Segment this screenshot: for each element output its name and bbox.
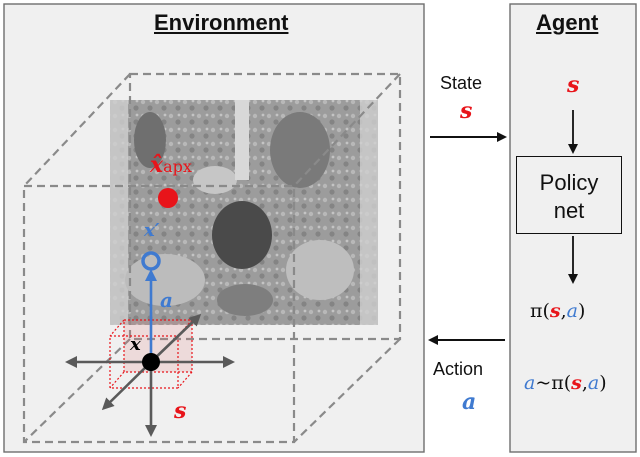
agent-title: Agent — [536, 10, 599, 35]
sample-comma: , — [581, 372, 588, 394]
action-vector-label: a — [160, 288, 173, 312]
policy-net-box: Policy net — [516, 156, 622, 234]
agent-state-symbol: s — [567, 72, 580, 98]
sample-action-symbol: a — [587, 372, 600, 394]
apex-hat-symbol: x̂ — [150, 152, 164, 178]
state-cube-label: s — [174, 398, 187, 424]
sampled-action-symbol: a — [524, 372, 536, 394]
state-label: State — [440, 73, 483, 93]
volume-wireframe — [22, 72, 402, 444]
policy-comma: , — [560, 300, 567, 322]
policy-suffix: ) — [577, 300, 586, 322]
apex-label: x̂apx — [150, 154, 192, 177]
apex-subscript: apx — [163, 157, 192, 176]
policy-net-label: Policy net — [539, 170, 599, 223]
apex-target-dot — [158, 188, 178, 208]
action-label: Action — [433, 359, 484, 379]
next-position-marker — [141, 251, 161, 271]
current-position-dot — [142, 353, 160, 371]
sample-state-symbol: s — [571, 372, 582, 394]
sample-tilde: ~π( — [535, 372, 572, 394]
action-arrow-symbol: a — [462, 389, 477, 415]
agent-panel — [509, 3, 637, 453]
next-position-label: x′ — [144, 220, 160, 241]
state-arrow-symbol: s — [460, 98, 473, 124]
policy-prefix: π( — [530, 300, 550, 322]
action-sampling: a~π(s,a) — [524, 374, 607, 393]
current-position-label: x — [130, 334, 141, 355]
ct-image — [110, 100, 378, 325]
policy-output: π(s,a) — [530, 302, 585, 321]
policy-action-symbol: a — [566, 300, 578, 322]
action-axes — [65, 313, 235, 437]
policy-state-symbol: s — [549, 300, 561, 322]
environment-title: Environment — [154, 10, 289, 35]
sample-suffix: ) — [599, 372, 607, 394]
